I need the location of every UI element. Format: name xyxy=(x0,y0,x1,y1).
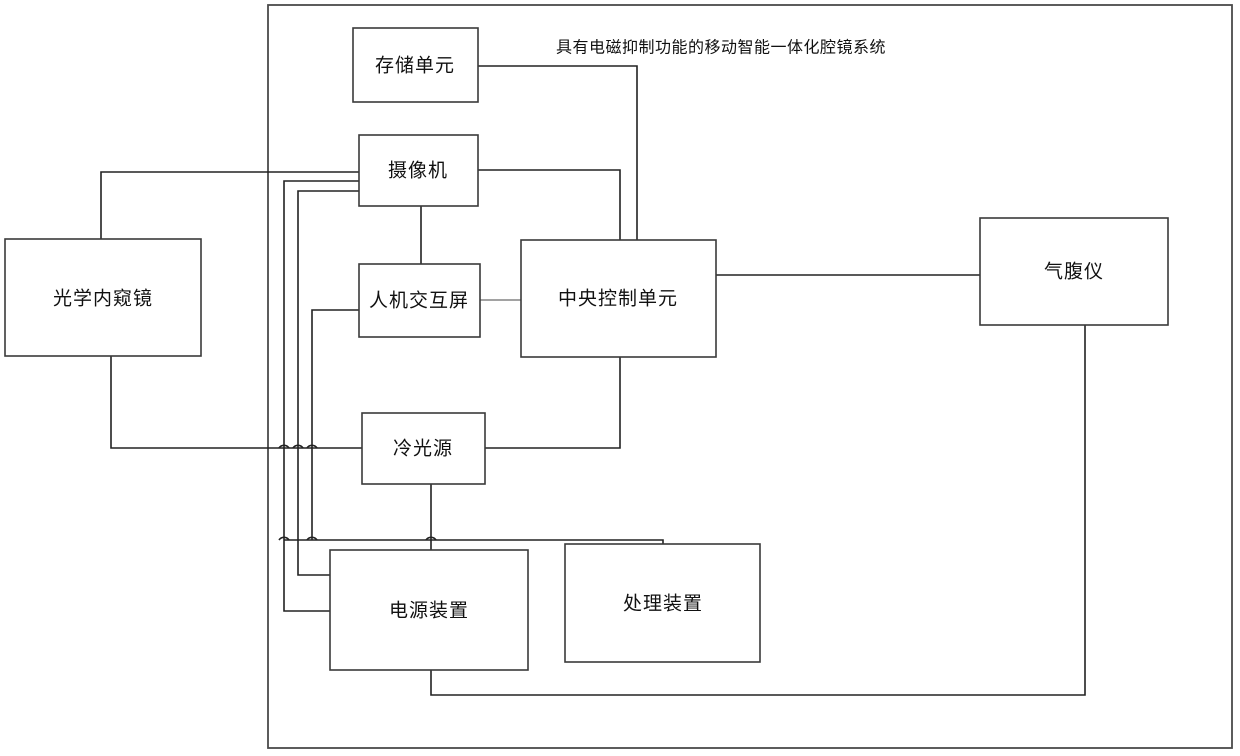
wire-power-bus-to-processing xyxy=(284,539,664,544)
line-hop-icon-d xyxy=(306,536,318,541)
block-central-control-unit-rect[interactable] xyxy=(520,239,717,358)
block-optical-endoscope-rect[interactable] xyxy=(4,238,202,357)
line-hop-icon-b xyxy=(292,444,304,449)
line-hop-icon-f xyxy=(278,536,290,541)
block-central-control-unit-label: 中央控制单元 xyxy=(558,288,678,310)
system-enclosure-frame xyxy=(267,4,1233,749)
block-optical-endoscope-label: 光学内窥镜 xyxy=(53,288,153,310)
wire-endoscope-to-cold-light xyxy=(110,356,362,449)
wire-camera-to-ccu xyxy=(478,169,621,240)
wire-power-to-camera xyxy=(283,180,359,612)
block-hmi-screen[interactable]: 人机交互屏 xyxy=(358,263,481,338)
block-power-supply-device[interactable]: 电源装置 xyxy=(329,549,529,671)
block-processing-device-label: 处理装置 xyxy=(623,593,703,615)
wire-power-to-hmi-upper xyxy=(297,190,359,576)
block-camera-rect[interactable] xyxy=(358,134,479,207)
block-camera-label: 摄像机 xyxy=(388,160,448,182)
block-storage-unit[interactable]: 存储单元 xyxy=(352,27,479,103)
wire-power-to-hmi xyxy=(311,309,359,540)
block-optical-endoscope[interactable]: 光学内窥镜 xyxy=(4,238,202,357)
wire-ccu-to-cold-light xyxy=(485,357,621,449)
block-insufflator[interactable]: 气腹仪 xyxy=(979,217,1169,326)
wire-power-to-insufflator xyxy=(430,325,1086,696)
line-hop-icon-a xyxy=(278,444,290,449)
wire-endoscope-to-camera xyxy=(100,171,359,239)
block-camera[interactable]: 摄像机 xyxy=(358,134,479,207)
line-hop-icon-e xyxy=(425,536,437,541)
block-insufflator-label: 气腹仪 xyxy=(1044,261,1104,283)
block-storage-unit-rect[interactable] xyxy=(352,27,479,103)
block-hmi-screen-label: 人机交互屏 xyxy=(369,290,469,312)
block-power-supply-device-rect[interactable] xyxy=(329,549,529,671)
block-processing-device[interactable]: 处理装置 xyxy=(564,543,761,663)
block-cold-light-source[interactable]: 冷光源 xyxy=(361,412,486,485)
line-hop-icon-c xyxy=(306,444,318,449)
block-hmi-screen-rect[interactable] xyxy=(358,263,481,338)
block-insufflator-rect[interactable] xyxy=(979,217,1169,326)
block-cold-light-source-label: 冷光源 xyxy=(393,438,453,460)
block-central-control-unit[interactable]: 中央控制单元 xyxy=(520,239,717,358)
block-storage-unit-label: 存储单元 xyxy=(375,55,455,77)
block-power-supply-device-label: 电源装置 xyxy=(389,600,469,622)
wire-storage-to-ccu xyxy=(478,65,638,240)
block-cold-light-source-rect[interactable] xyxy=(361,412,486,485)
figure-title: 具有电磁抑制功能的移动智能一体化腔镜系统 xyxy=(556,38,886,57)
wire-layer xyxy=(100,65,1086,696)
block-processing-device-rect[interactable] xyxy=(564,543,761,663)
